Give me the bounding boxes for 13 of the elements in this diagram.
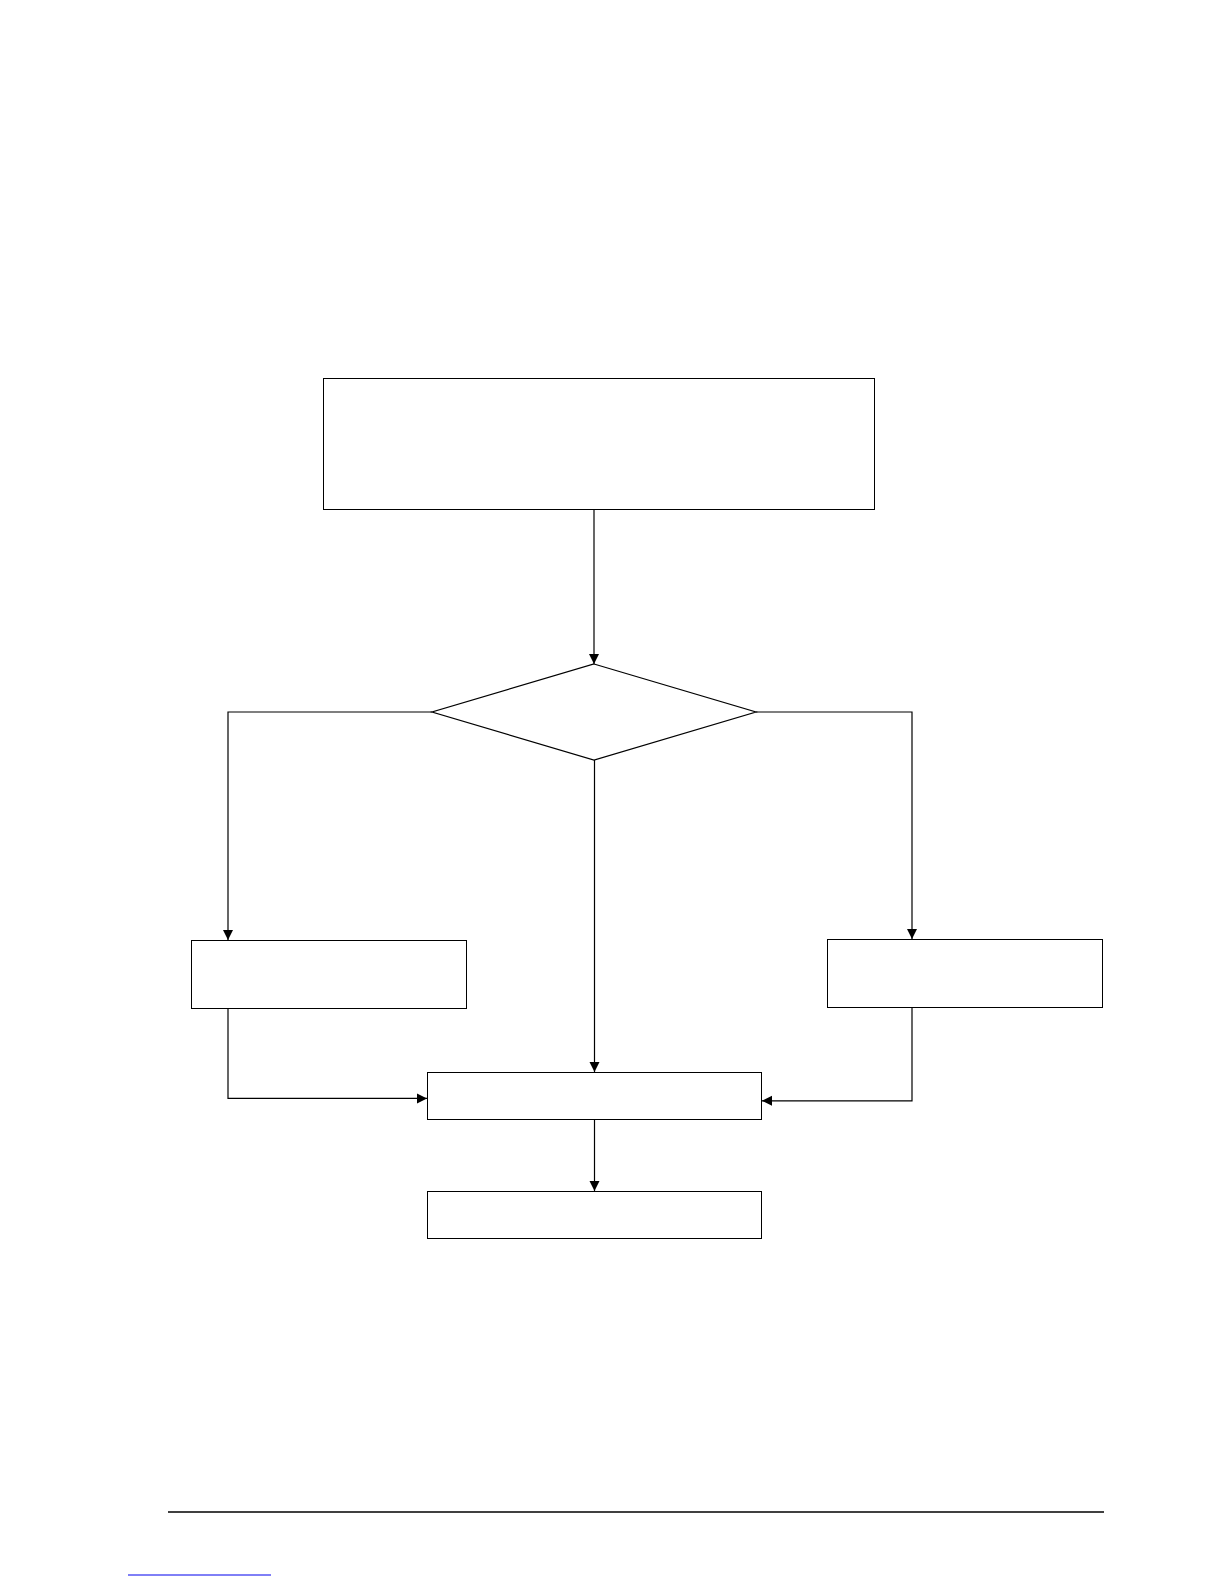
process-box (191, 940, 467, 1009)
process-box (827, 939, 1103, 1008)
arrow (227, 1008, 428, 1104)
arrow (761, 1007, 913, 1106)
decision-diamond (432, 664, 756, 760)
process-box (427, 1072, 762, 1120)
arrow (589, 509, 599, 665)
arrow (223, 711, 433, 941)
arrow (755, 711, 917, 940)
arrow (589, 759, 600, 1073)
arrow (589, 1119, 600, 1192)
process-box (323, 378, 875, 510)
process-box (427, 1191, 762, 1239)
